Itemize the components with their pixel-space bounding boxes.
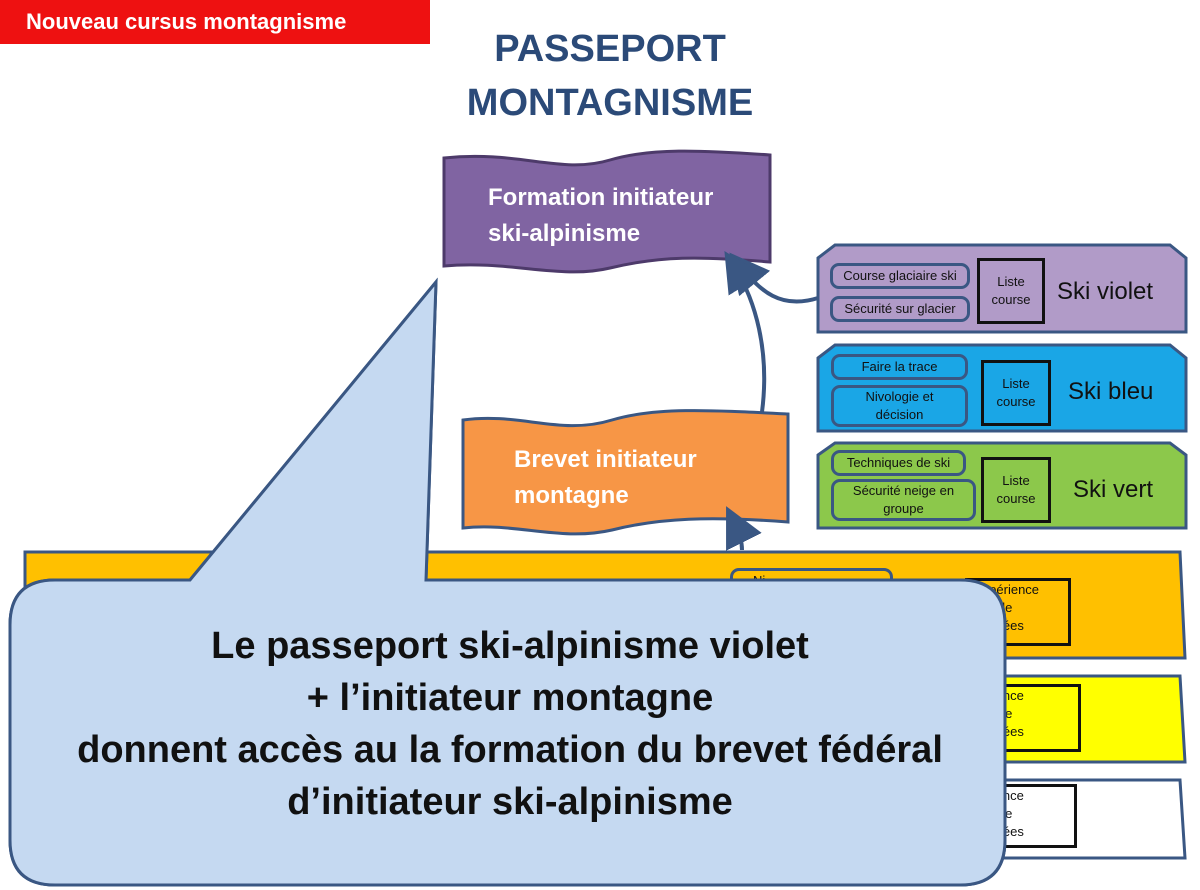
pill-securite-neige: Sécurité neige en groupe [831, 479, 976, 521]
title-line-2: MONTAGNISME [466, 82, 754, 124]
callout-line-4: d’initiateur ski-alpinisme [287, 781, 733, 823]
callout-line-2: + l’initiateur montagne [306, 677, 714, 719]
box-line-1: Liste [1002, 376, 1030, 391]
callout-line-3: donnent accès au la formation du brevet … [77, 729, 943, 771]
box-line-2: course [991, 292, 1031, 307]
pill-line-2: groupe [883, 501, 924, 516]
callout-line-1: Le passeport ski-alpinisme violet [211, 625, 809, 667]
title-line-1: PASSEPORT [494, 28, 726, 70]
formation-line-2: ski-alpinisme [488, 220, 641, 247]
page-title: PASSEPORT MONTAGNISME [430, 22, 790, 130]
callout-text: Le passeport ski-alpinisme violet + l’in… [10, 620, 1010, 828]
arrow-orange-to-brevet [726, 506, 762, 551]
formation-label: Formation initiateur ski-alpinisme [488, 180, 713, 252]
label-ski-bleu: Ski bleu [1068, 378, 1154, 405]
formation-line-1: Formation initiateur [488, 184, 714, 211]
label-ski-violet: Ski violet [1057, 278, 1154, 305]
pill-course-glaciaire: Course glaciaire ski [830, 263, 970, 289]
scroll-brevet [461, 409, 790, 536]
box-liste-course-bleu: Liste course [981, 360, 1051, 426]
box-line-2: course [996, 491, 1036, 506]
brevet-line-1: Brevet initiateur [514, 446, 697, 473]
pill-faire-la-trace: Faire la trace [831, 354, 968, 380]
brevet-label: Brevet initiateur montagne [514, 442, 697, 514]
arrow-brevet-to-formation [724, 251, 767, 413]
pill-line-2: décision [875, 407, 924, 422]
pill-nivologie: Nivologie et décision [831, 385, 968, 427]
brevet-line-2: montagne [514, 482, 629, 509]
pill-techniques-ski: Techniques de ski [831, 450, 966, 476]
pill-line-1: Nivologie et [865, 389, 934, 404]
label-ski-vert: Ski vert [1073, 476, 1154, 503]
pill-line-1: Sécurité neige en [852, 483, 955, 498]
callout-bubble-front [8, 277, 1007, 887]
box-liste-course-vert: Liste course [981, 457, 1051, 523]
box-line-2: course [996, 394, 1036, 409]
course-tag: Nouveau cursus montagnisme [0, 0, 430, 44]
box-line-1: Liste [997, 274, 1025, 289]
pill-securite-glacier: Sécurité sur glacier [830, 296, 970, 322]
box-liste-course-violet: Liste course [977, 258, 1045, 324]
box-line-1: Liste [1002, 473, 1030, 488]
